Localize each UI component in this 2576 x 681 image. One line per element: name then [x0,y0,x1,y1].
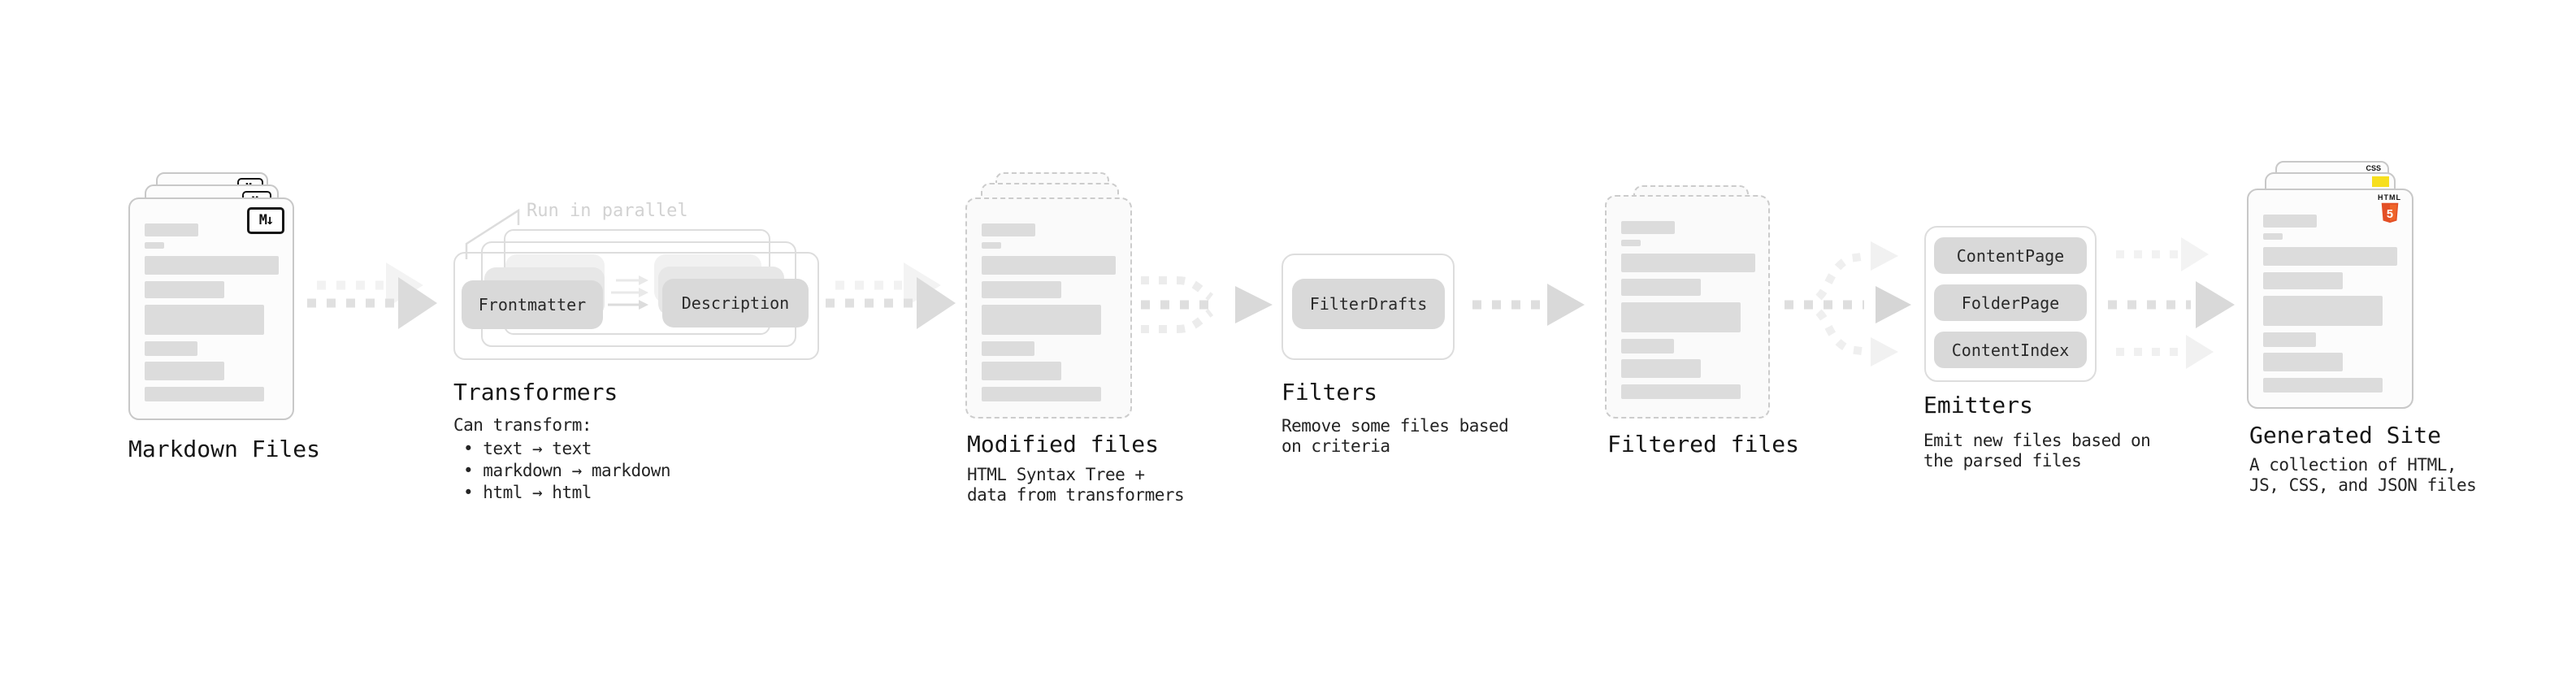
arrow-filtered-to-emitters-split [1785,241,1911,367]
emitter-pill-contentindex: ContentIndex [1934,332,2087,368]
emitter-pill-folderpage: FolderPage [1934,284,2087,321]
emitters-desc-line2: the parsed files [1923,451,2082,471]
file-content-placeholder [2263,190,2400,407]
markdown-file-card-front: M↓ [128,197,294,420]
section-title-filtered-files: Filtered files [1607,431,1800,458]
transformer-pill-description: Description [662,279,809,327]
file-content-placeholder [982,199,1119,417]
generated-file-card-html: HTML 5 [2247,189,2413,409]
filters-desc-line2: on criteria [1281,436,1390,456]
section-title-generated-site: Generated Site [2249,422,2442,449]
emitters-desc-line1: Emit new files based on [1923,431,2151,450]
filter-pill-filterdrafts: FilterDrafts [1292,279,1445,329]
modified-file-card-front [965,197,1132,419]
file-content-placeholder [145,199,281,419]
transformer-pill-frontmatter: Frontmatter [462,280,603,329]
section-title-modified-files: Modified files [967,431,1160,458]
transformers-subtitle: Can transform: [453,415,592,435]
transformers-bullet-html: html → html [463,483,592,503]
javascript-icon [2372,176,2389,187]
arrow-filters-to-filtered [1472,284,1585,326]
section-title-transformers: Transformers [453,379,618,406]
transformer-pill-arrows [608,275,648,310]
run-in-parallel-leader-line [465,208,520,259]
run-in-parallel-annotation: Run in parallel [527,201,688,221]
generated-site-desc-line1: A collection of HTML, [2249,455,2457,475]
html5-icon: HTML 5 [2378,194,2401,225]
filtered-file-card-front [1605,195,1770,419]
arrows-emitters-to-generated [2108,237,2235,369]
section-title-filters: Filters [1281,379,1378,406]
markdown-icon: M↓ [247,207,284,234]
modified-files-desc-line2: data from transformers [967,485,1185,505]
generated-site-desc-line2: JS, CSS, and JSON files [2249,475,2477,495]
section-title-markdown-files: Markdown Files [128,436,321,462]
svg-text:5: 5 [2386,208,2392,221]
arrow-modified-to-filters-merge [1141,276,1273,333]
transformer-layer-front [453,252,819,360]
modified-files-desc-line1: HTML Syntax Tree + [967,465,1145,484]
transformers-bullet-markdown: markdown → markdown [463,461,670,481]
arrow-markdown-to-transformers [307,262,437,329]
arrow-transformers-to-modified [826,262,956,329]
emitter-pill-contentpage: ContentPage [1934,237,2087,274]
transformers-bullet-text: text → text [463,439,592,459]
html5-shield: 5 [2381,202,2398,223]
filters-desc-line1: Remove some files based [1281,416,1509,436]
section-title-emitters: Emitters [1923,392,2033,419]
file-content-placeholder [1621,197,1757,417]
